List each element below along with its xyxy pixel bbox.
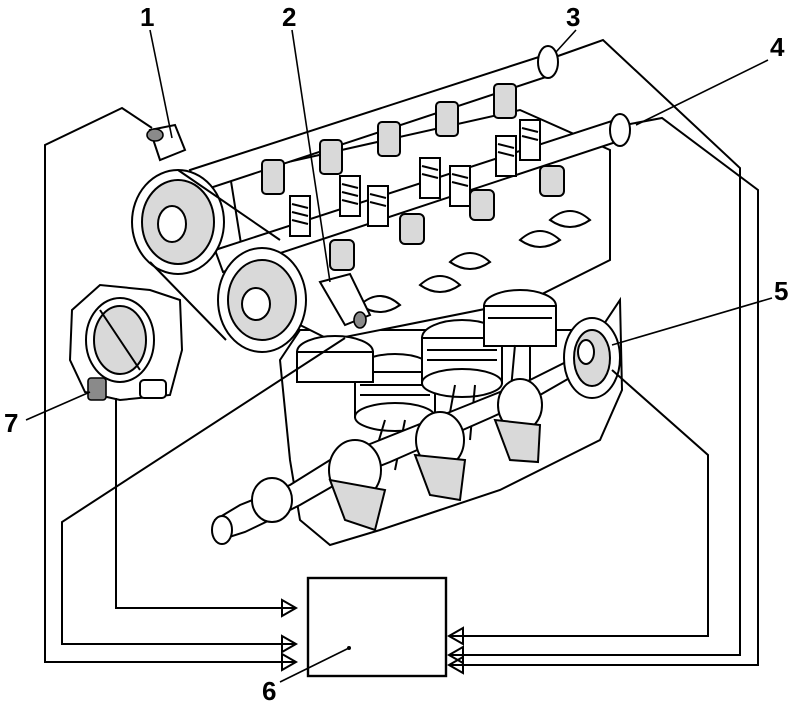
- callout-7: 7: [4, 408, 18, 438]
- callout-2: 2: [282, 2, 296, 32]
- oil-control-valve: [318, 272, 372, 329]
- callout-6: 6: [262, 676, 276, 706]
- pistons: [296, 289, 557, 432]
- throttle-body: [68, 283, 184, 402]
- timing-sprockets: [131, 169, 307, 353]
- exhaust-cam-position-target: [609, 113, 631, 147]
- intake-cam-position-target: [537, 45, 559, 79]
- callout-1: 1: [140, 2, 154, 32]
- camshaft-actuator-solenoid: [146, 123, 187, 162]
- callout-5: 5: [774, 276, 788, 306]
- callout-leaders: [25, 29, 773, 683]
- engine-illustration: [68, 45, 631, 547]
- callout-4: 4: [770, 32, 785, 62]
- camshafts: [188, 45, 631, 313]
- crankshaft-reluctor-wheel: [563, 317, 621, 399]
- callout-3: 3: [566, 2, 580, 32]
- wiring-harness: [44, 38, 759, 675]
- crankshaft: [211, 358, 582, 545]
- engine-control-module: [306, 576, 448, 678]
